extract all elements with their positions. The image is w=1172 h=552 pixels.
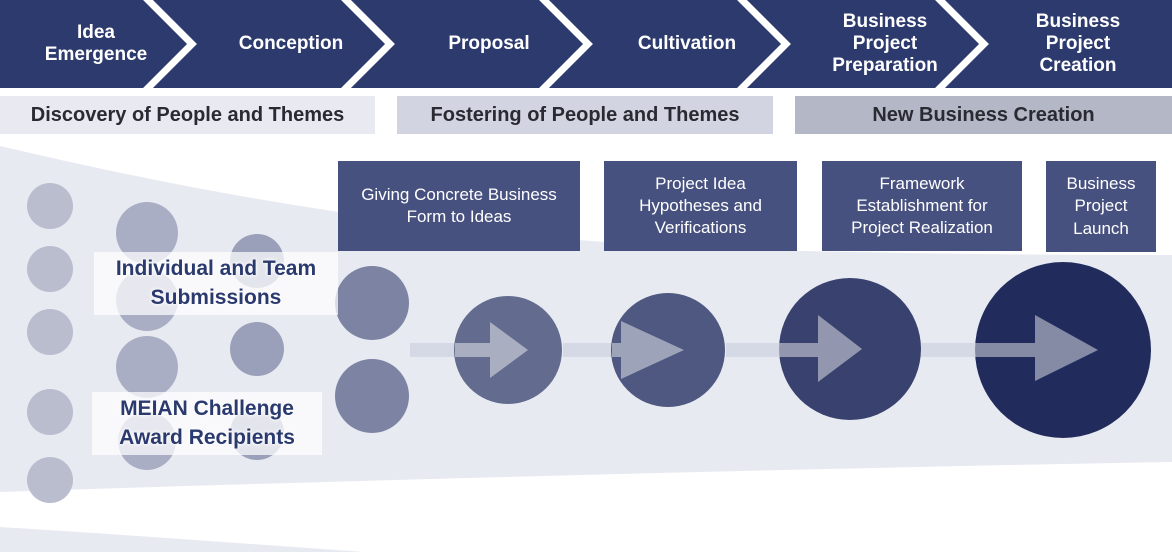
pipeline-box-label: Business Project Launch [1066, 174, 1136, 238]
funnel-label-submissions: Individual and Team Submissions [94, 252, 338, 315]
submission-dot [27, 389, 73, 435]
phase-band-discovery: Discovery of People and Themes [0, 96, 375, 134]
chevron-stage-label-business-project-preparation: Business Project Preparation [832, 11, 938, 76]
phase-band-new-business: New Business Creation [795, 96, 1172, 134]
phase-band-label: Discovery of People and Themes [30, 103, 345, 126]
chevron-separator [539, 0, 593, 88]
flow-circle-2 [611, 293, 725, 407]
submission-dot [27, 309, 73, 355]
pipeline-box-hypotheses: Project Idea Hypotheses and Verification… [604, 161, 797, 251]
pipeline-box-framework: Framework Establishment for Project Real… [822, 161, 1022, 251]
phase-band-fostering: Fostering of People and Themes [397, 96, 773, 134]
submission-dot [116, 336, 178, 398]
chevron-stage-label-idea-emergence: Idea Emergence [44, 22, 148, 65]
submission-dot [230, 322, 284, 376]
flow-arrow-3-head [779, 315, 862, 382]
funnel-label-meian: MEIAN Challenge Award Recipients [92, 392, 322, 455]
flow-circle-3 [779, 278, 921, 420]
chevron-separator [143, 0, 197, 88]
stage1-circle-top [335, 266, 409, 340]
funnel-label-text: MEIAN Challenge Award Recipients [119, 397, 295, 449]
flow-arrow-4-bar [921, 343, 977, 357]
chevron-separator [341, 0, 395, 88]
submission-dot [27, 183, 73, 229]
flow-arrow-4-head [975, 315, 1098, 381]
pipeline-box-label: Project Idea Hypotheses and Verification… [639, 173, 762, 238]
flow-arrow-1-bar [410, 343, 457, 357]
flow-arrow-3-bar [726, 343, 781, 357]
pipeline-box-launch: Business Project Launch [1046, 161, 1156, 252]
submission-dot [27, 457, 73, 503]
pipeline-box-label: Giving Concrete Business Form to Ideas [361, 184, 557, 226]
pipeline-box-label: Framework Establishment for Project Real… [851, 173, 993, 238]
stage-chevron-bar [0, 0, 1172, 88]
chevron-stage-label-conception: Conception [238, 33, 344, 55]
chevron-separator [737, 0, 791, 88]
pipeline-box-giving-form: Giving Concrete Business Form to Ideas [338, 161, 580, 251]
flow-arrow-2-head [612, 321, 684, 379]
chevron-stage-label-cultivation: Cultivation [637, 33, 737, 55]
flow-arrow-2-bar [563, 343, 614, 357]
flow-arrow-1-head [455, 322, 528, 378]
chevron-stage-label-proposal: Proposal [448, 33, 530, 55]
submission-dot [27, 246, 73, 292]
flow-circle-4 [975, 262, 1151, 438]
bottom-left-curve [0, 527, 364, 552]
submission-dot [116, 202, 178, 264]
chevron-separator [935, 0, 989, 88]
phase-band-label: Fostering of People and Themes [430, 103, 740, 126]
flow-circle-1 [454, 296, 562, 404]
phase-band-label: New Business Creation [872, 103, 1095, 126]
stage1-circle-bottom [335, 359, 409, 433]
chevron-stage-label-business-project-creation: Business Project Creation [1035, 11, 1121, 76]
funnel-label-text: Individual and Team Submissions [115, 257, 317, 309]
